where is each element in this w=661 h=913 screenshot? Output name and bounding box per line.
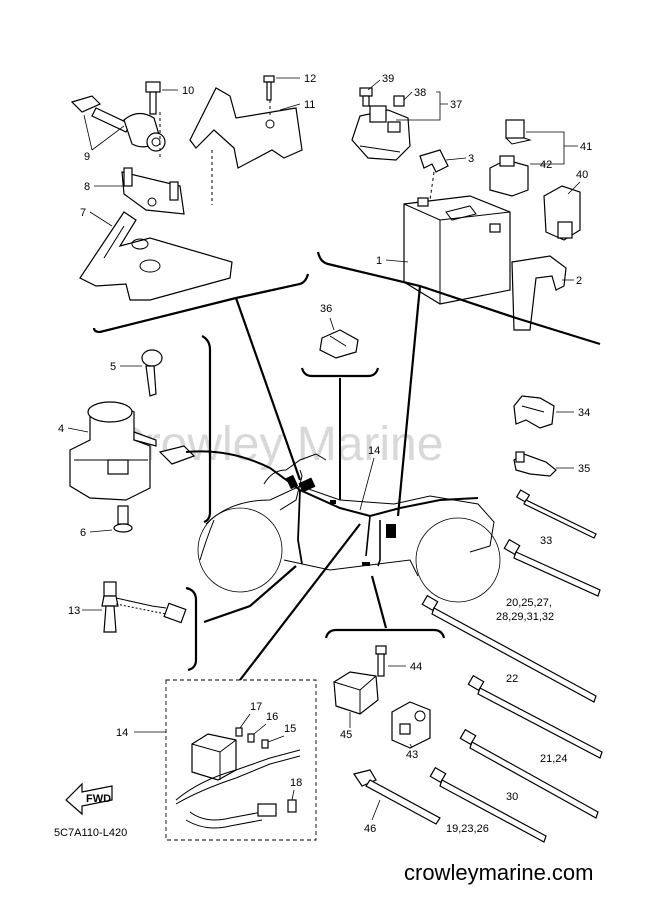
cover-part-45 [333,671,379,715]
atv-outline [185,450,501,603]
callout-10: 10 [182,85,194,97]
clamp-part-34 [513,395,555,429]
callout-21: 21,24 [540,753,568,765]
fuse-box-detail-frame [165,679,317,841]
cable-tie-20 [503,538,601,597]
cable-tie-19 [429,766,547,843]
callout-18: 18 [290,777,302,789]
callout-39: 39 [382,73,394,85]
callout-34: 34 [578,407,590,419]
bracket-part-7 [79,211,233,301]
callout-14-box: 14 [116,727,128,739]
callout-16: 16 [266,711,278,723]
callout-13: 13 [68,605,80,617]
site-url: crowleymarine.com [404,860,594,885]
callout-12: 12 [304,73,316,85]
callout-42: 42 [540,159,552,171]
main-switch-group [69,349,196,533]
callout-43: 43 [406,749,418,761]
callout-38: 38 [414,87,426,99]
callout-5: 5 [110,361,116,373]
callout-8: 8 [84,181,90,193]
callout-11: 11 [304,99,315,111]
callout-14-vehicle: 14 [368,445,380,457]
fuse-box-detail [175,727,301,829]
callout-35: 35 [578,463,590,475]
labels-top-right: 39 38 37 3 1 2 41 42 40 [367,73,592,287]
drawing-code: 5C7A110-L420 [54,827,127,839]
callout-46: 46 [364,823,376,835]
callout-20-line2: 28,29,31,32 [496,611,554,623]
callout-33: 33 [540,535,552,547]
callout-30: 30 [506,791,518,803]
cable-tie-21 [467,674,603,759]
callout-1: 1 [376,255,382,267]
switch-part-13 [101,581,187,633]
relay-part-41 [505,119,525,139]
fwd-arrow-icon: FWD [65,782,113,816]
labels-top-left: 10 12 11 9 8 7 [80,73,316,227]
labels-clamps: 34 35 [556,407,590,475]
key-part-9 [70,95,166,152]
callout-22: 22 [506,673,518,685]
cable-tie-30 [459,728,599,819]
group-bracket-left [201,335,212,524]
ignition-bracket-group [70,75,303,301]
watermark: Crowley Marine [110,418,443,471]
group-bracket-36 [300,367,380,378]
fwd-label: FWD [86,793,111,805]
callout-20-line1: 20,25,27, [506,597,552,609]
callout-2: 2 [576,275,582,287]
group-bracket-13 [185,586,198,672]
clamps-right [513,395,557,477]
callout-40: 40 [576,169,588,181]
relay-battery-group [351,87,581,331]
bolt-part-10 [145,81,161,115]
callout-36: 36 [320,303,332,315]
battery-band-part-2 [511,255,567,331]
callout-7: 7 [80,207,86,219]
callout-19: 19,23,26 [446,823,489,835]
labels-fuse-box: 14 17 16 15 18 [116,701,302,801]
callout-15: 15 [284,723,296,735]
callout-4: 4 [58,423,64,435]
sensor-part-43 [391,701,431,749]
cable-tie-33 [515,489,597,539]
callout-9: 9 [84,151,90,163]
callout-17: 17 [250,701,262,713]
callout-41: 41 [580,141,592,153]
terminal-cover-part-3 [419,149,449,173]
callout-3: 3 [468,153,474,165]
clamp-part-36 [319,329,359,359]
screw-part-12 [263,75,275,101]
callout-6: 6 [80,527,86,539]
group-bracket-top-right [316,251,601,346]
sensor-group [333,645,441,825]
callout-44: 44 [410,661,422,673]
labels-left: 5 4 6 [58,361,142,539]
callout-37: 37 [450,99,462,111]
fuse-box [191,733,237,781]
key-part-5 [141,349,163,397]
callout-45: 45 [340,729,352,741]
group-bracket-bottom-mid [324,628,446,639]
labels-bottom-mid: 44 45 43 46 [340,661,422,835]
cover-part-11 [189,87,303,169]
cable-tie-22 [421,594,597,703]
